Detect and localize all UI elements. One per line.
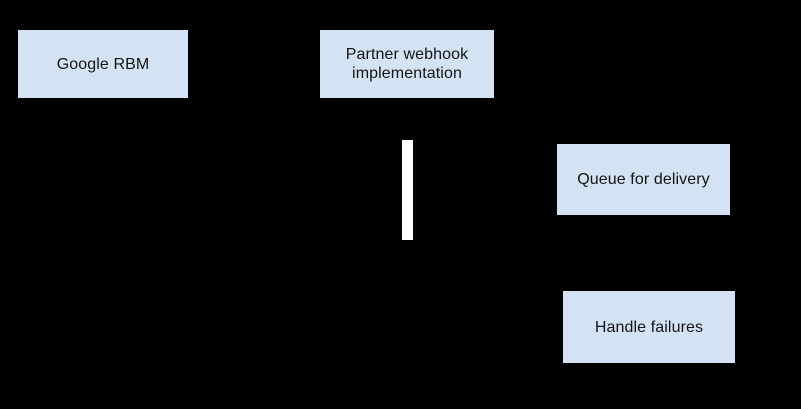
diagram-node-label: Google RBM bbox=[56, 55, 150, 73]
vertical-connector-line bbox=[402, 140, 413, 240]
diagram-node-handle-failures[interactable]: Handle failures bbox=[563, 291, 735, 363]
diagram-node-queue-for-delivery[interactable]: Queue for delivery bbox=[557, 144, 730, 215]
diagram-node-label: Handle failures bbox=[594, 318, 704, 336]
diagram-node-label: Queue for delivery bbox=[577, 171, 710, 188]
diagram-node-label: Partner webhook implementation bbox=[345, 46, 469, 82]
diagram-node-google-rbm[interactable]: Google RBM bbox=[18, 30, 188, 98]
diagram-node-partner-webhook[interactable]: Partner webhook implementation bbox=[320, 30, 494, 98]
